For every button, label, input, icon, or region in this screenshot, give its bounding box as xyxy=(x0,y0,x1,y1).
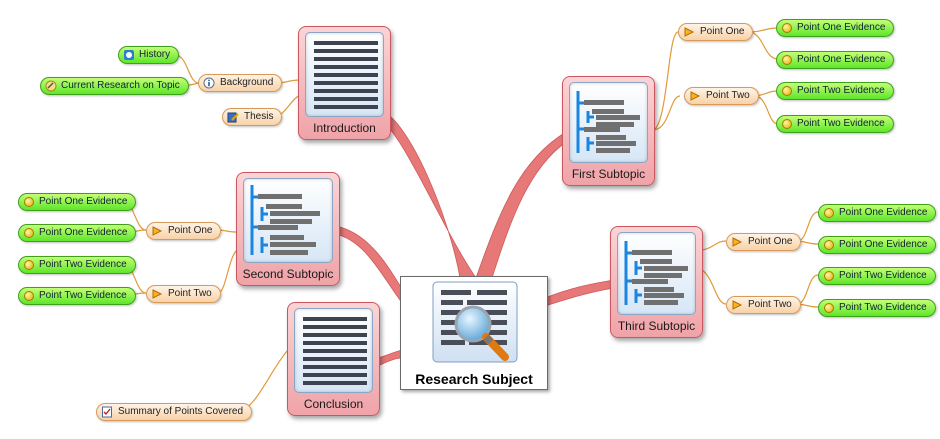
bullet-icon xyxy=(824,240,834,250)
topic-label: Conclusion xyxy=(303,397,364,411)
topic-first-subtopic[interactable]: First Subtopic xyxy=(562,76,655,186)
bullet-icon xyxy=(24,228,34,238)
leaf-label: History xyxy=(139,49,171,60)
leaf-evidence[interactable]: Point Two Evidence xyxy=(818,267,936,285)
branch-label: Background xyxy=(220,77,274,88)
document-icon xyxy=(305,32,384,117)
bullet-icon xyxy=(824,271,834,281)
bullet-icon xyxy=(782,119,792,129)
topic-label: Second Subtopic xyxy=(242,267,334,281)
topic-label: First Subtopic xyxy=(571,167,646,181)
topic-conclusion[interactable]: Conclusion xyxy=(287,302,380,416)
leaf-label: Point Two Evidence xyxy=(797,85,885,96)
outline-tree-icon xyxy=(569,82,648,163)
branch-label: Point One xyxy=(700,26,745,37)
leaf-label: Point Two Evidence xyxy=(797,118,885,129)
flag-icon xyxy=(684,27,695,37)
leaf-label: Point One Evidence xyxy=(39,196,128,207)
leaf-current-research[interactable]: Current Research on Topic xyxy=(40,77,189,95)
branch-label: Thesis xyxy=(244,111,274,122)
flag-icon xyxy=(152,289,163,299)
leaf-label: Point One Evidence xyxy=(39,227,128,238)
leaf-evidence[interactable]: Point Two Evidence xyxy=(776,82,894,100)
leaf-evidence[interactable]: Point One Evidence xyxy=(776,19,895,37)
checklist-icon xyxy=(102,406,112,418)
outline-tree-icon xyxy=(243,178,333,263)
leaf-evidence[interactable]: Point One Evidence xyxy=(818,236,937,254)
bullet-icon xyxy=(24,197,34,207)
topic-introduction[interactable]: Introduction xyxy=(298,26,391,140)
branch-label: Point One xyxy=(748,236,793,247)
flag-icon xyxy=(732,300,743,310)
leaf-label: Point Two Evidence xyxy=(39,290,127,301)
leaf-evidence[interactable]: Point Two Evidence xyxy=(818,299,936,317)
branch-point-two[interactable]: Point Two xyxy=(146,285,221,303)
leaf-evidence[interactable]: Point Two Evidence xyxy=(776,115,894,133)
central-topic-title: Research Subject xyxy=(415,371,533,387)
history-icon xyxy=(124,50,134,60)
magnifier-document-icon xyxy=(432,281,518,363)
leaf-label: Point One Evidence xyxy=(839,239,928,250)
topic-second-subtopic[interactable]: Second Subtopic xyxy=(236,172,340,286)
topic-label: Introduction xyxy=(313,121,376,135)
flag-icon xyxy=(732,237,743,247)
leaf-label: Point Two Evidence xyxy=(839,302,927,313)
branch-point-one[interactable]: Point One xyxy=(726,233,802,251)
branch-point-two[interactable]: Point Two xyxy=(726,296,801,314)
branch-point-one[interactable]: Point One xyxy=(146,222,222,240)
bullet-icon xyxy=(782,55,792,65)
outline-tree-icon xyxy=(617,232,696,315)
document-icon xyxy=(294,308,373,393)
leaf-label: Current Research on Topic xyxy=(61,80,180,91)
topic-label: Third Subtopic xyxy=(617,319,696,333)
bullet-icon xyxy=(824,303,834,313)
branch-label: Point Two xyxy=(168,288,212,299)
leaf-evidence[interactable]: Point One Evidence xyxy=(818,204,937,222)
branch-point-two[interactable]: Point Two xyxy=(684,87,759,105)
flag-icon xyxy=(690,91,701,101)
flag-icon xyxy=(152,226,163,236)
branch-point-one[interactable]: Point One xyxy=(678,23,754,41)
leaf-label: Point One Evidence xyxy=(797,54,886,65)
branch-label: Point One xyxy=(168,225,213,236)
leaf-history[interactable]: History xyxy=(118,46,180,64)
info-icon xyxy=(203,77,215,89)
bullet-icon xyxy=(824,208,834,218)
leaf-evidence[interactable]: Point One Evidence xyxy=(776,51,895,69)
branch-label: Point Two xyxy=(748,299,792,310)
leaf-evidence[interactable]: Point One Evidence xyxy=(18,193,137,211)
pencil-book-icon xyxy=(227,112,239,123)
leaf-evidence[interactable]: Point Two Evidence xyxy=(18,287,136,305)
leaf-evidence[interactable]: Point Two Evidence xyxy=(18,256,136,274)
branch-summary[interactable]: Summary of Points Covered xyxy=(96,403,253,421)
leaf-label: Point One Evidence xyxy=(839,207,928,218)
notepad-icon xyxy=(45,80,57,92)
branch-label: Summary of Points Covered xyxy=(118,406,244,417)
leaf-label: Point One Evidence xyxy=(797,22,886,33)
bullet-icon xyxy=(782,86,792,96)
leaf-evidence[interactable]: Point One Evidence xyxy=(18,224,137,242)
branch-label: Point Two xyxy=(706,90,750,101)
bullet-icon xyxy=(24,291,34,301)
bullet-icon xyxy=(782,23,792,33)
bullet-icon xyxy=(24,260,34,270)
central-topic[interactable]: Research Subject xyxy=(400,276,548,390)
leaf-label: Point Two Evidence xyxy=(39,259,127,270)
branch-background[interactable]: Background xyxy=(198,74,283,92)
leaf-label: Point Two Evidence xyxy=(839,270,927,281)
topic-third-subtopic[interactable]: Third Subtopic xyxy=(610,226,703,338)
branch-thesis[interactable]: Thesis xyxy=(222,108,283,126)
